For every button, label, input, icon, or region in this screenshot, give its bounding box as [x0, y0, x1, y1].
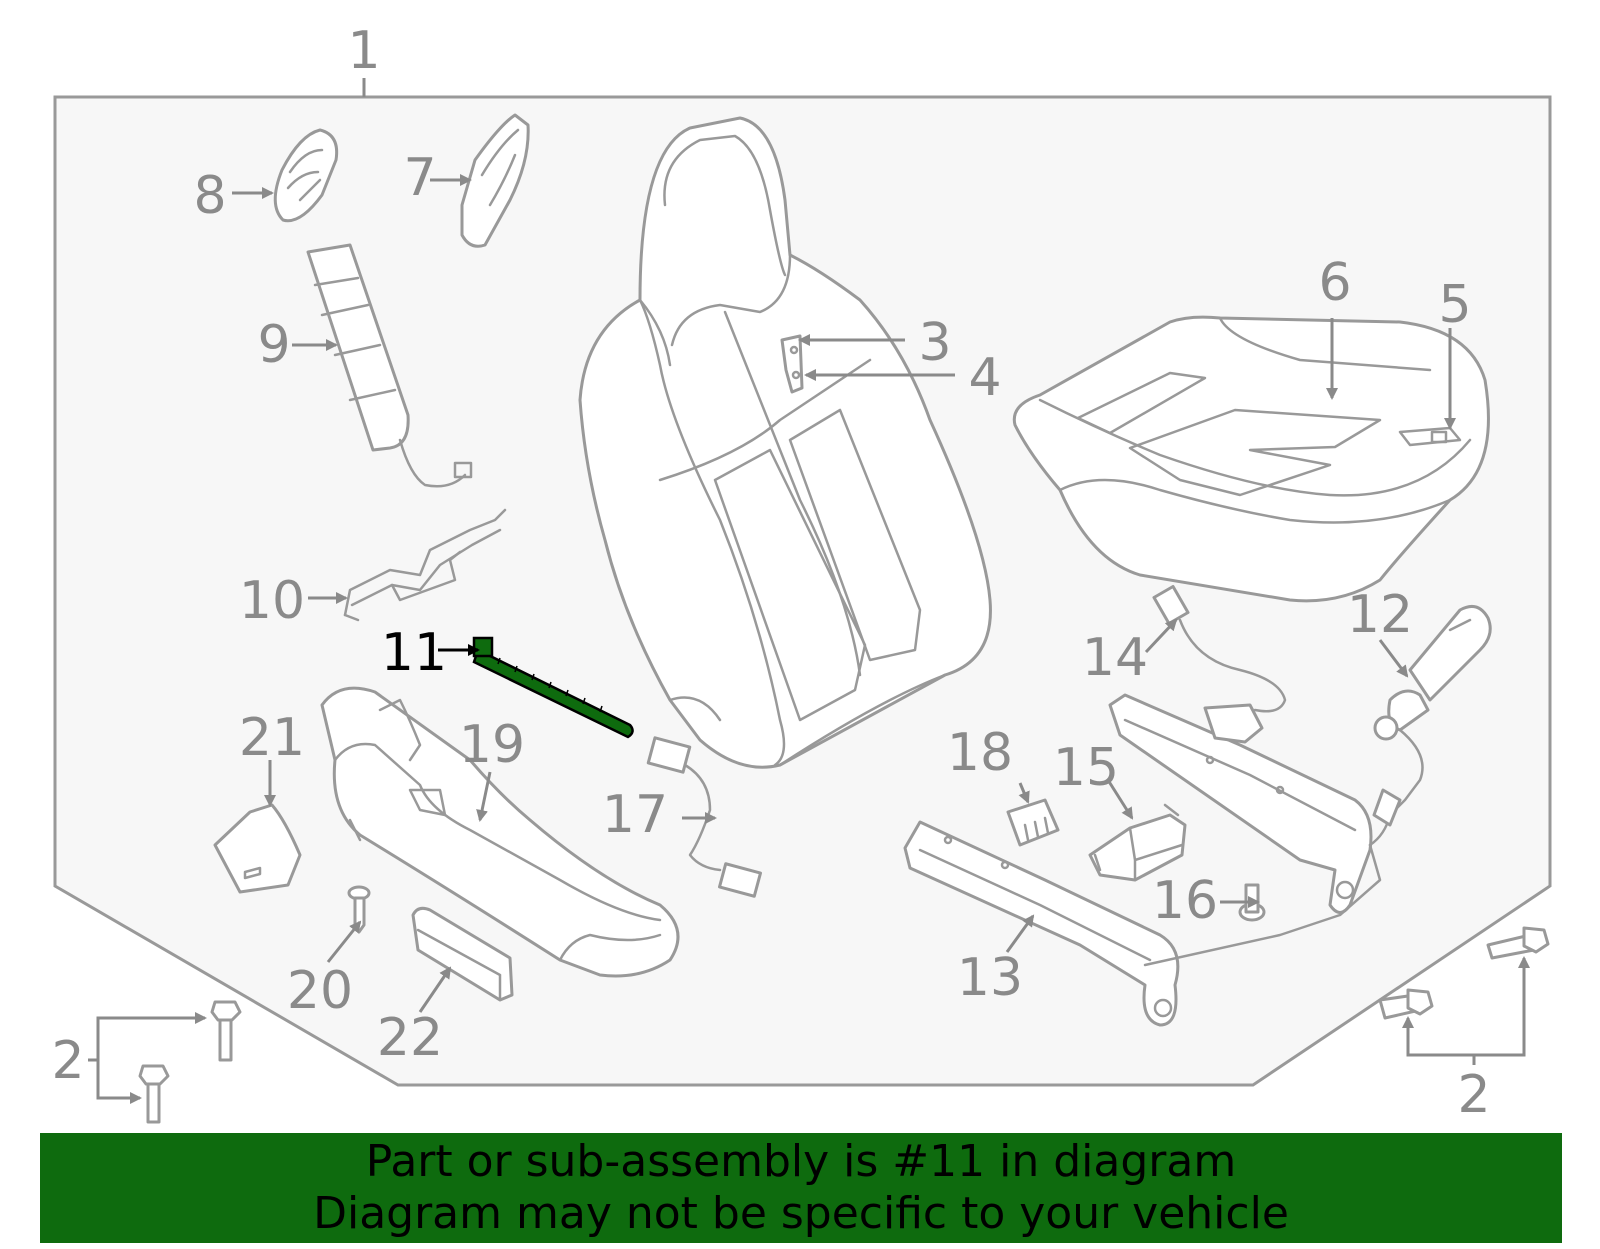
callout-13: 13 [957, 948, 1023, 1008]
callout-17: 17 [602, 785, 668, 845]
callout-2-right: 2 [1457, 1065, 1490, 1125]
callout-5: 5 [1438, 275, 1471, 335]
part-10-wire-harness [343, 508, 507, 622]
part-9-side-airbag [306, 243, 473, 488]
callout-9: 9 [257, 315, 290, 375]
callout-1: 1 [347, 21, 380, 81]
callout-2-left: 2 [51, 1031, 84, 1091]
callout-22: 22 [377, 1008, 443, 1068]
callout-12: 12 [1347, 585, 1413, 645]
callout-10: 10 [239, 571, 305, 631]
banner-line-2: Diagram may not be specific to your vehi… [313, 1188, 1289, 1239]
part-2-bolts-right [1378, 926, 1550, 1020]
part-22-trim [411, 906, 514, 1002]
seat-back-bracket [780, 334, 804, 394]
callout-20: 20 [287, 961, 353, 1021]
callout-16: 16 [1152, 871, 1218, 931]
part-18-switch [1006, 798, 1060, 847]
callout-21: 21 [239, 708, 305, 768]
seat-back-cushion [578, 116, 992, 769]
part-14-sensor [1152, 585, 1287, 744]
banner-line-1: Part or sub-assembly is #11 in diagram [365, 1136, 1237, 1187]
part-7-cover [460, 113, 530, 248]
part-12-buckle [1368, 604, 1492, 847]
part-11-strap [472, 636, 634, 739]
callout-3: 3 [918, 313, 951, 373]
callout-15: 15 [1053, 738, 1119, 798]
part-17-harness [646, 736, 762, 898]
callout-14: 14 [1082, 628, 1148, 688]
callout-4: 4 [968, 348, 1001, 408]
seat-cushion [1012, 315, 1490, 603]
callout-8: 8 [193, 166, 226, 226]
callout-6: 6 [1318, 253, 1351, 313]
part-notice-banner: Part or sub-assembly is #11 in diagram D… [40, 1133, 1562, 1243]
callout-7: 7 [403, 148, 436, 208]
part-8-handle [273, 128, 339, 223]
callout-19: 19 [459, 715, 525, 775]
part-15-module [1088, 803, 1187, 882]
callout-18: 18 [947, 723, 1013, 783]
part-13-seat-track [903, 693, 1382, 1027]
part-19-side-shield [320, 686, 680, 978]
callout-11: 11 [381, 623, 447, 683]
part-2-bolts-left [138, 1000, 242, 1124]
